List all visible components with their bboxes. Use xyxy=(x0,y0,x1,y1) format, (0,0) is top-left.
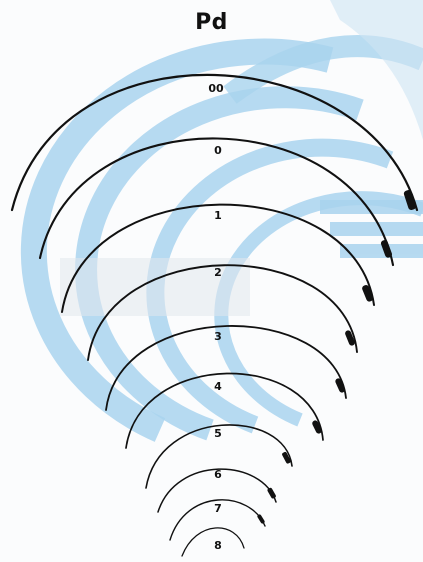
size-label-8: 8 xyxy=(214,539,222,552)
logo-bar xyxy=(320,200,423,214)
background-logo-bars xyxy=(320,200,423,258)
logo-arc-inner xyxy=(146,138,394,434)
size-label-7: 7 xyxy=(214,502,222,515)
needle-eye-6 xyxy=(267,487,276,499)
needle-arc-1 xyxy=(61,203,375,313)
logo-arc-outer xyxy=(20,38,334,442)
size-label-6: 6 xyxy=(214,468,222,481)
needle-arc-00 xyxy=(10,73,419,212)
needle-eye-4 xyxy=(312,420,322,434)
logo-bar xyxy=(330,222,423,236)
needle-eye-2 xyxy=(345,330,355,346)
logo-arc-middle xyxy=(75,86,364,441)
needle-eye-7 xyxy=(257,514,265,524)
needle-arc-2 xyxy=(87,264,358,361)
size-label-2: 2 xyxy=(214,266,222,279)
needle-eye-5 xyxy=(282,451,291,464)
size-label-0: 0 xyxy=(214,144,222,157)
chart-title: Pd xyxy=(195,10,228,35)
needle-arc-6 xyxy=(157,468,277,513)
size-label-4: 4 xyxy=(214,380,222,393)
needle-eye-1 xyxy=(362,284,374,302)
size-label-1: 1 xyxy=(214,209,222,222)
needle-arc-7 xyxy=(169,499,266,541)
logo-bar xyxy=(340,244,423,258)
background-top-right-shape xyxy=(330,0,423,140)
needle-arcs xyxy=(10,73,419,557)
needle-arc-8 xyxy=(181,527,245,557)
needle-eye-0 xyxy=(380,240,392,258)
needle-arc-4 xyxy=(125,372,324,449)
size-label-5: 5 xyxy=(214,427,222,440)
needle-eye-00 xyxy=(403,190,417,210)
size-label-00: 00 xyxy=(208,82,224,95)
background-grey-band xyxy=(60,258,250,316)
needle-arc-5 xyxy=(145,424,293,489)
needle-eye-3 xyxy=(335,378,346,393)
size-label-3: 3 xyxy=(214,330,222,343)
needle-arc-0 xyxy=(38,137,395,267)
needle-arc-3 xyxy=(105,325,347,411)
needle-eyes xyxy=(257,190,417,524)
size-labels: 00 0 1 2 3 4 5 6 7 8 xyxy=(208,82,224,552)
